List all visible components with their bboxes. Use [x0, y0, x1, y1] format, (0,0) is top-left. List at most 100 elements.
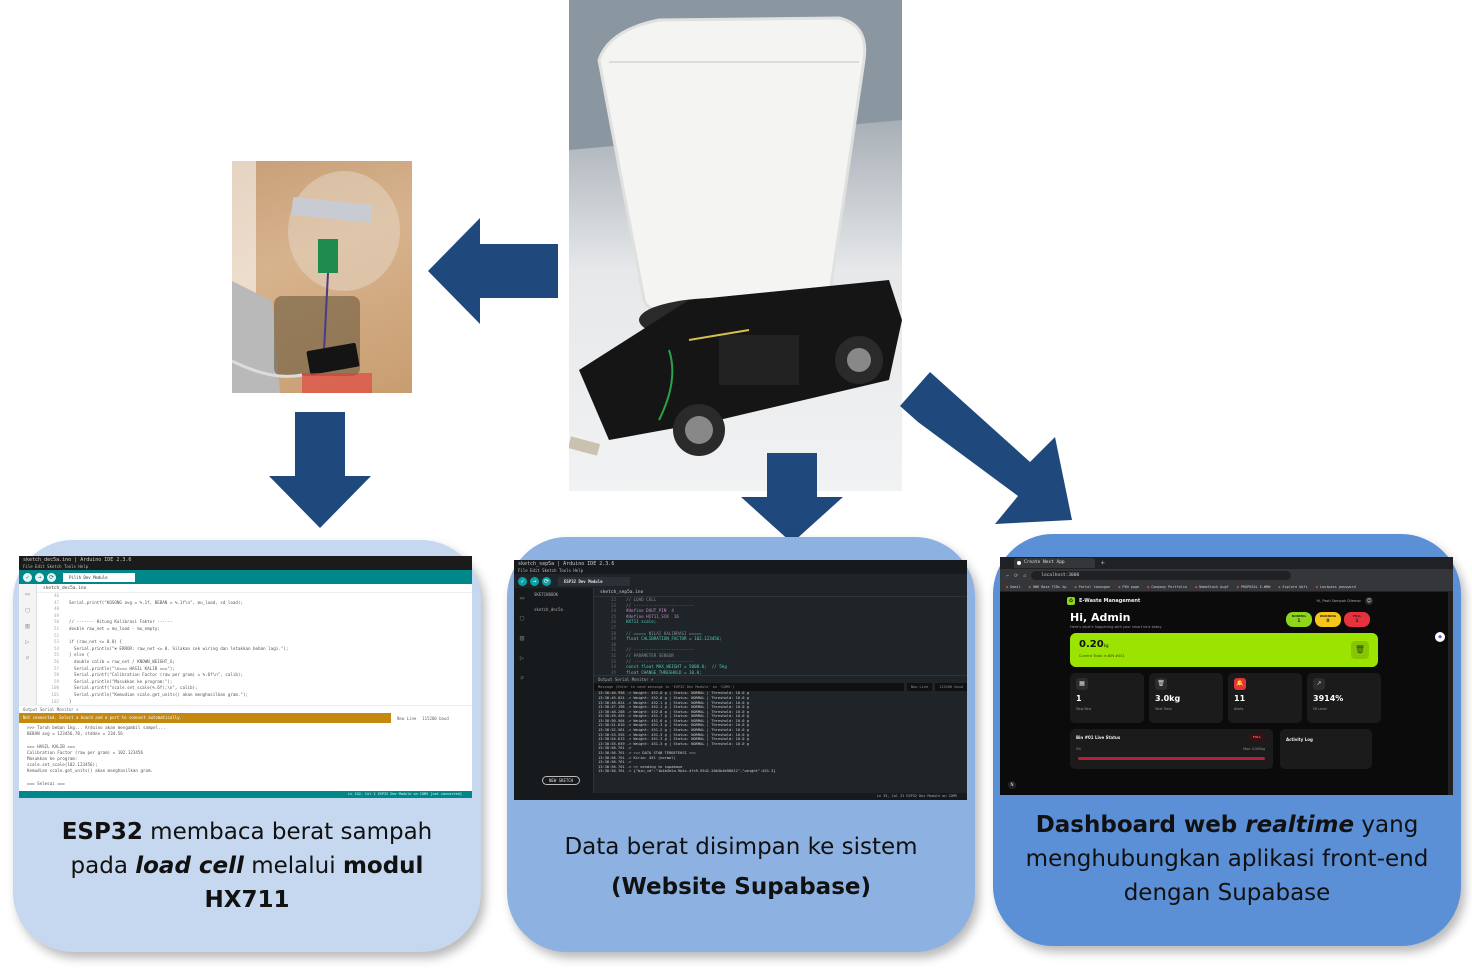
code-text: // ===== NILAI KALIBRASI =====: [626, 630, 702, 636]
serial-line: 13:38:56.761 -> Kirim: 451 (normal): [598, 755, 676, 760]
baud-select[interactable]: 115200 baud: [935, 683, 967, 692]
back-icon[interactable]: ←: [1006, 572, 1010, 579]
code-line: 30: [594, 642, 967, 648]
user-label: Hi, Pasti Sampah Dilemar: [1316, 599, 1361, 603]
serial-line: 13:38:51.610 -> Weight: 451.3 g | Status…: [598, 723, 749, 728]
board-selector[interactable]: Pilih Dev Module: [63, 572, 135, 582]
board-manager-icon[interactable]: ▢: [25, 606, 30, 614]
new-tab-icon[interactable]: +: [1100, 559, 1105, 567]
activity-log-panel[interactable]: Activity Log: [1280, 729, 1372, 769]
menu-bar[interactable]: File Edit Sketch Tools Help: [19, 564, 472, 570]
output-panel-header[interactable]: Output Serial Monitor ×: [594, 675, 967, 683]
upload-icon[interactable]: →: [35, 572, 44, 582]
serial-line: 13:38:53.555 -> Weight: 451.3 g | Status…: [598, 732, 749, 737]
browser-toolbar: ← ⟳ ⌂ localhost:3000: [1000, 569, 1453, 582]
serial-message-input[interactable]: Message (Enter to send message to 'ESP32…: [594, 683, 904, 692]
bookmark-item[interactable]: Explore Wifi: [1278, 585, 1307, 589]
greeting-subtitle: Here's what's happening with your smart …: [1070, 625, 1162, 629]
verify-icon[interactable]: ✓: [23, 572, 32, 582]
stat-value: 11: [1234, 694, 1246, 703]
step-2-caption-part: Data berat disimpan ke sistem: [564, 834, 918, 860]
new-sketch-button[interactable]: NEW SKETCH: [542, 776, 581, 785]
brand[interactable]: ♻ E-Waste Management: [1067, 597, 1140, 605]
status-bar: Ln 102, Col 2 ESP32 Dev Module on COM5 […: [19, 791, 472, 798]
bookmark-item[interactable]: Gmail: [1006, 585, 1021, 589]
bookmark-item[interactable]: PIN page: [1118, 585, 1139, 589]
search-icon[interactable]: ⌕: [25, 654, 30, 662]
board-manager-icon[interactable]: ▢: [519, 614, 525, 622]
serial-line: 13:38:56.761 -> === DATA STAB TERDETEKSI…: [598, 751, 696, 756]
line-ending-select[interactable]: New Line: [906, 683, 933, 692]
library-icon[interactable]: ▥: [519, 634, 525, 642]
file-tab[interactable]: sketch_sep5a.ino: [594, 588, 967, 597]
step-1-caption-part: ESP32: [61, 819, 143, 845]
bookmark-item[interactable]: NameStack bugf: [1195, 585, 1229, 589]
bookmark-item[interactable]: Lastpass password: [1316, 585, 1356, 589]
trash-icon: 🗑: [1155, 678, 1167, 690]
loadcell-photo-art: [232, 161, 400, 393]
line-number: 22: [610, 597, 616, 602]
line-ending-select[interactable]: New Line: [397, 715, 417, 721]
bookmark-item[interactable]: PROPOSAL E-WMW: [1237, 585, 1271, 589]
page-scrollbar[interactable]: [1448, 592, 1453, 795]
menu-bar[interactable]: File Edit Sketch Tools Help: [514, 568, 967, 574]
line-number: 49: [53, 612, 59, 618]
debug-icon[interactable]: ⟳: [47, 572, 56, 582]
serial-line: 13:38:49.455 -> Weight: 451.7 g | Status…: [598, 714, 749, 719]
baud-select[interactable]: 115200 baud: [422, 715, 449, 721]
web-dashboard-screenshot: Create Next App + ← ⟳ ⌂ localhost:3000 G…: [1000, 557, 1453, 795]
search-icon[interactable]: ⌕: [519, 674, 525, 682]
line-number: 29: [610, 636, 616, 642]
next-devtools-icon[interactable]: N: [1008, 781, 1016, 789]
stat-value: 3.0kg: [1155, 694, 1181, 703]
line-number: 59: [53, 678, 59, 684]
output-panel-header[interactable]: Output Serial Monitor ×: [19, 705, 472, 713]
arrow-left-to-loadcell: [428, 218, 558, 324]
fill-left-label: 0%: [1076, 747, 1082, 751]
user-icon[interactable]: ☺: [1365, 597, 1373, 605]
debug-sidebar-icon[interactable]: ▷: [25, 638, 30, 646]
home-icon[interactable]: ⌂: [1023, 572, 1027, 579]
folder-icon[interactable]: ▭: [519, 594, 525, 602]
bookmark-item[interactable]: HWR Base FIDs Xp: [1029, 585, 1067, 589]
hero-value: 0.20: [1079, 639, 1104, 650]
pill-label: NORMAL: [1291, 614, 1307, 618]
reload-icon[interactable]: ⟳: [1014, 572, 1019, 579]
line-number: 100: [51, 685, 59, 691]
code-text: // ------------------------: [626, 658, 695, 664]
user-menu[interactable]: Hi, Pasti Sampah Dilemar ☺: [1317, 597, 1373, 605]
file-tab[interactable]: sketch_dec5a.ino: [37, 584, 472, 593]
assistant-icon[interactable]: ◆: [1435, 632, 1445, 642]
folder-icon[interactable]: ▭: [25, 590, 30, 598]
address-bar[interactable]: localhost:3000: [1031, 571, 1292, 580]
step-3-caption: Dashboard web realtime yang menghubungka…: [1013, 808, 1441, 910]
line-number: 32: [610, 652, 616, 658]
browser-tab[interactable]: Create Next App: [1014, 558, 1095, 568]
code-line: 32// PARAMETER SENSOR: [594, 653, 967, 659]
code-text: Serial.printf("scale.set_scale(%.6f);\n"…: [69, 685, 198, 691]
bookmark-item[interactable]: Company Portfolio: [1147, 585, 1187, 589]
sketchbook-item[interactable]: sketch_dec5a: [534, 607, 563, 612]
code-line: 54 Serial.println("✖ ERROR: raw_net <= 0…: [37, 646, 472, 653]
greeting-title: Hi, Admin: [1070, 611, 1131, 624]
bookmark-item[interactable]: Portal lowongan: [1074, 585, 1111, 589]
library-icon[interactable]: ▥: [25, 622, 30, 630]
sketchbook-panel: SKETCHBOOK sketch_dec5a NEW SKETCH: [530, 588, 594, 793]
verify-icon[interactable]: ✓: [518, 576, 527, 586]
debug-icon[interactable]: ⟳: [542, 576, 551, 586]
line-number: 30: [610, 641, 616, 647]
stat-card: ↗3914%Fill Level: [1307, 673, 1381, 723]
fill-max-label: Max: 0.005kg: [1243, 747, 1265, 751]
line-number: 23: [610, 602, 616, 608]
loadcell-photo: [232, 161, 412, 393]
upload-icon[interactable]: →: [530, 576, 539, 586]
board-selector[interactable]: ESP32 Dev Module: [558, 576, 630, 586]
debug-sidebar-icon[interactable]: ▷: [519, 654, 525, 662]
bookmarks-bar: Gmail HWR Base FIDs Xp Portal lowongan PIN …: [1000, 582, 1453, 592]
